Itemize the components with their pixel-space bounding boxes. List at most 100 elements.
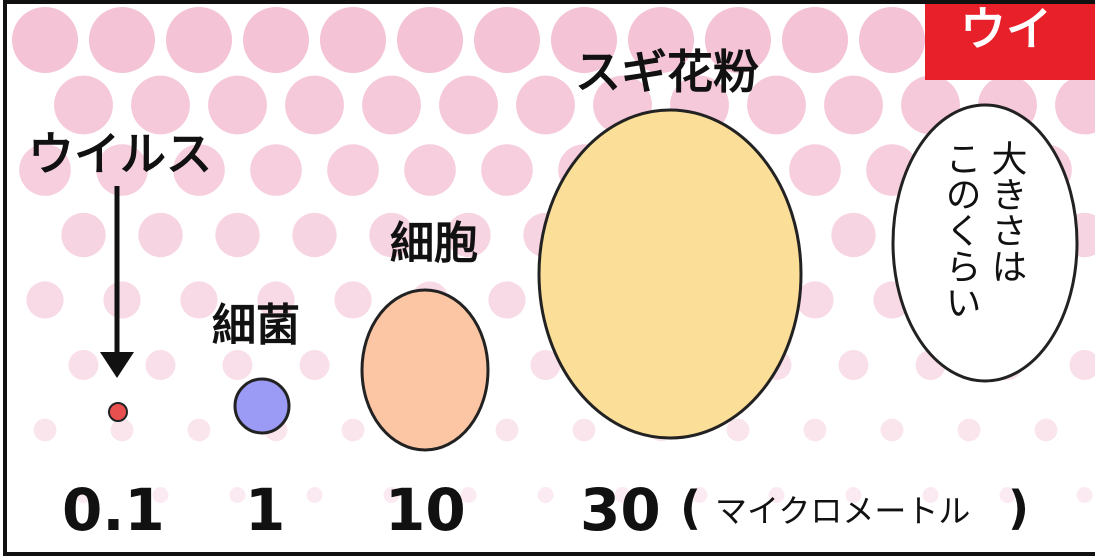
bubble-line-1: 大きさは (986, 140, 1027, 284)
background-dot (705, 7, 771, 73)
background-dot (824, 75, 883, 135)
background-dot (383, 487, 400, 503)
background-dot (404, 144, 456, 196)
background-dot (334, 281, 372, 319)
background-dot (110, 418, 134, 442)
background-dot (726, 418, 750, 442)
size-virus: 0.1 (62, 476, 165, 544)
background-dot (369, 212, 414, 258)
background-dot (327, 144, 379, 196)
background-dot (208, 75, 267, 135)
background-dot (516, 75, 575, 135)
background-dot (285, 75, 344, 135)
background-dot (845, 487, 862, 503)
background-dot (299, 350, 330, 380)
background-dot (922, 487, 939, 503)
pollen-label: スギ花粉 (575, 45, 759, 99)
background-dot (481, 144, 533, 196)
background-dot (397, 7, 463, 73)
background-dot (152, 487, 169, 503)
background-dot (166, 7, 232, 73)
unit-paren-open: ( (680, 481, 701, 535)
virus-label: ウイルス (28, 127, 212, 181)
background-dot (68, 350, 99, 380)
banner-text: ウイ (960, 2, 1052, 56)
background-dot (75, 487, 92, 503)
background-dot (796, 281, 834, 319)
background-dot (145, 350, 176, 380)
background-dot (306, 487, 323, 503)
bacteria-label: 細菌 (212, 300, 300, 351)
background-dot (33, 418, 57, 442)
background-dot (831, 212, 876, 258)
down-arrow-icon (100, 186, 134, 378)
speech-bubble (891, 103, 1079, 383)
background-dot (173, 144, 225, 196)
background-dot (320, 7, 386, 73)
size-pollen: 30 (580, 476, 661, 544)
background-dot (243, 7, 309, 73)
background-dot (89, 7, 155, 73)
background-dot (880, 418, 904, 442)
background-dot (96, 144, 148, 196)
background-dot (61, 212, 106, 258)
background-dot (957, 418, 981, 442)
background-dot (187, 418, 211, 442)
background-dot (54, 75, 113, 135)
background-dot (803, 418, 827, 442)
background-dot (614, 487, 631, 503)
background-dot (446, 212, 491, 258)
background-dot (180, 281, 218, 319)
background-dot (782, 7, 848, 73)
background-dot (103, 281, 141, 319)
background-dot (250, 144, 302, 196)
background-dot (341, 418, 365, 442)
unit-paren-close: ) (1008, 481, 1029, 535)
background-dot (628, 7, 694, 73)
unit-label: マイクロメートル (715, 492, 970, 530)
title-banner (925, 0, 1095, 80)
background-dot (859, 7, 925, 73)
background-dot (999, 487, 1016, 503)
background-dot (691, 487, 708, 503)
bacteria-circle (233, 377, 291, 435)
background-dot (138, 212, 183, 258)
background-dot (474, 7, 540, 73)
bubble-line-2: このくらい (940, 140, 981, 320)
background-dot (1034, 418, 1058, 442)
background-dot (257, 281, 295, 319)
background-dot (789, 144, 841, 196)
background-dot (838, 350, 869, 380)
background-dot (1055, 75, 1095, 135)
background-dot (292, 212, 337, 258)
background-dot (1076, 487, 1093, 503)
size-cell: 10 (385, 476, 466, 544)
background-dot (572, 418, 596, 442)
background-dot (26, 281, 64, 319)
background-dot (19, 144, 71, 196)
background-dot (537, 487, 554, 503)
background-dot (530, 350, 561, 380)
virus-dot (108, 402, 128, 422)
background-dot (1069, 350, 1095, 380)
pollen-shape (537, 108, 803, 440)
background-dot (131, 75, 190, 135)
background-dot (439, 75, 498, 135)
size-bacteria: 1 (245, 476, 285, 544)
cell-label: 細胞 (390, 218, 478, 269)
cell-shape (360, 288, 490, 452)
background-dot (229, 487, 246, 503)
background-dot (12, 7, 78, 73)
background-dot (362, 75, 421, 135)
background-dot (460, 487, 477, 503)
background-dot (551, 7, 617, 73)
background-dot (215, 212, 260, 258)
background-dot (222, 350, 253, 380)
background-dot (495, 418, 519, 442)
panel-border (3, 0, 1095, 556)
background-dot (747, 75, 806, 135)
background-dot (488, 281, 526, 319)
background-dot (768, 487, 785, 503)
